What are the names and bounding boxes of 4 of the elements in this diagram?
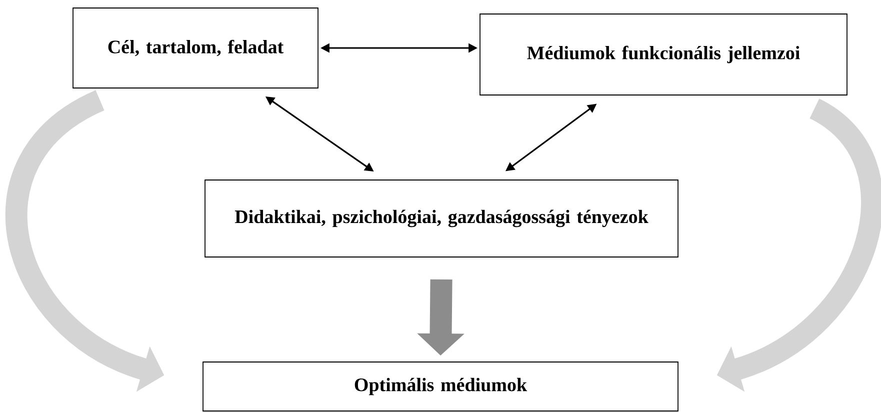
text-box: Didaktikai, pszichológiai, gazdaságossági tényezok xyxy=(204,180,678,258)
text-box: Optimális médiumok xyxy=(202,362,678,412)
text-box: Médiumok funkcionális jellemzoi xyxy=(480,14,848,96)
text-box: Cél, tartalom, feladat xyxy=(72,8,318,88)
